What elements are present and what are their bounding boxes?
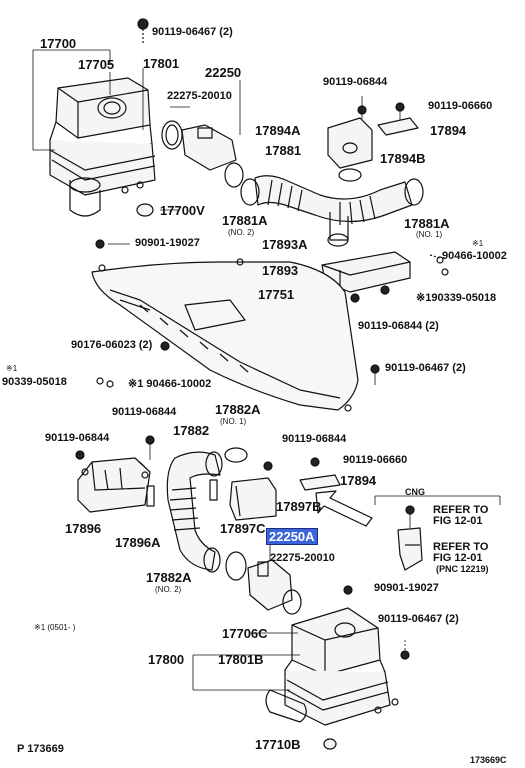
- label-refer1b: FIG 12-01: [433, 515, 483, 527]
- label-90466-10002-right: 90466-10002: [442, 250, 507, 262]
- resonator-17893: [321, 251, 411, 303]
- clamp-17882a-bottom: [225, 551, 247, 581]
- label-22275-top: 22275-20010: [167, 90, 232, 102]
- bracket-17894-top: [377, 102, 419, 136]
- air-cleaner-assembly-bottom: [265, 607, 399, 726]
- air-cleaner-assembly-top: [49, 77, 156, 217]
- airflow-meter-bottom: [247, 559, 302, 615]
- label-17700v: 17700V: [160, 203, 205, 218]
- label-22250-top: 22250: [205, 65, 242, 80]
- label-90119-06844-c: 90119-06844: [45, 432, 110, 444]
- label-90119-06844-2-right: 90119-06844 (2): [358, 320, 439, 332]
- label-17800: 17800: [148, 652, 185, 667]
- label-17706c: 17706C: [222, 626, 268, 641]
- note-footnote: ※1 (0501- ): [34, 623, 76, 632]
- label-no2-a: (NO. 2): [228, 228, 255, 237]
- label-90119-06467-bottom: 90119-06467 (2): [378, 613, 459, 625]
- reference-footer: P 173669: [17, 743, 64, 755]
- direction-arrow-icon: [315, 490, 373, 527]
- duct-17896: [77, 457, 151, 513]
- label-17881a-right: 17881A: [404, 216, 450, 231]
- pin-17897c: [209, 479, 218, 501]
- corner-code: 173669C: [470, 755, 507, 765]
- airflow-meter-top: [161, 120, 244, 188]
- label-note1-b: ※1: [6, 364, 18, 373]
- label-17881a-left: 17881A: [222, 213, 268, 228]
- label-refer2b: FIG 12-01: [433, 552, 483, 564]
- label-17881: 17881: [265, 143, 302, 158]
- label-90901-19027-top: 90901-19027: [135, 237, 200, 249]
- clamp-17882a-top: [224, 447, 248, 463]
- label-17897b: 17897B: [276, 499, 322, 514]
- duct-17897b: [229, 477, 277, 521]
- intake-hose-17882: [166, 451, 223, 573]
- pin-17896a: [146, 485, 155, 507]
- label-refer1a: REFER TO: [433, 504, 489, 516]
- label-no1-a: (NO. 1): [416, 230, 443, 239]
- label-17897c: 17897C: [220, 521, 266, 536]
- label-90119-06844-d: 90119-06844: [282, 433, 347, 445]
- label-90176-06023: 90176-06023 (2): [71, 339, 153, 351]
- label-90119-06467-mid: 90119-06467 (2): [385, 362, 466, 374]
- label-17896a: 17896A: [115, 535, 161, 550]
- label-17705: 17705: [78, 57, 115, 72]
- label-17882a-top: 17882A: [215, 402, 261, 417]
- clamp-17894b: [338, 168, 362, 182]
- label-refer2a: REFER TO: [433, 541, 489, 553]
- clamp-17893a: [327, 233, 349, 247]
- label-note190339-05018: ※190339-05018: [416, 292, 497, 304]
- intake-hose-top: [240, 175, 424, 241]
- label-90119-06844-a: 90119-06844: [323, 76, 388, 88]
- label-17894a-top: 17894A: [255, 123, 301, 138]
- label-17801b: 17801B: [218, 652, 264, 667]
- grommet-17710b: [323, 738, 337, 750]
- label-17894b: 17894B: [380, 151, 426, 166]
- label-cng: CNG: [405, 487, 425, 497]
- label-22250a-highlighted[interactable]: 22250A: [266, 528, 318, 545]
- label-90119-06660-a: 90119-06660: [428, 100, 493, 112]
- label-17801: 17801: [143, 56, 180, 71]
- label-90119-06660-b: 90119-06660: [343, 454, 408, 466]
- cng-bracket: [374, 495, 501, 571]
- engine-cover-17751: [91, 258, 359, 412]
- label-17882a-bottom: 17882A: [146, 570, 192, 585]
- label-22275-bottom: 22275-20010: [270, 552, 335, 564]
- grommet-17700v: [136, 203, 154, 217]
- label-17893a: 17893A: [262, 237, 308, 252]
- label-17894-top: 17894: [430, 123, 467, 138]
- resonator-17894a: [327, 96, 373, 169]
- label-no2-b: (NO. 2): [155, 585, 182, 594]
- label-note1-a: ※1: [472, 239, 484, 248]
- label-17882: 17882: [173, 423, 210, 438]
- label-17893: 17893: [262, 263, 299, 278]
- label-no1-b: (NO. 1): [220, 417, 247, 426]
- label-90466-10002-left: ※1 90466-10002: [128, 378, 212, 390]
- label-17751: 17751: [258, 287, 295, 302]
- bracket-17894-bottom: [299, 474, 341, 491]
- label-17896: 17896: [65, 521, 102, 536]
- label-17700: 17700: [40, 36, 77, 51]
- label-90119-06467-top: 90119-06467 (2): [152, 26, 233, 38]
- label-17710b: 17710B: [255, 737, 301, 752]
- label-17894-bottom: 17894: [340, 473, 377, 488]
- label-90339-05018-left: 90339-05018: [2, 376, 67, 388]
- label-90119-06844-b: 90119-06844: [112, 406, 177, 418]
- label-pnc: (PNC 12219): [436, 564, 489, 574]
- screw-top-left: [137, 18, 149, 45]
- label-90901-19027-bottom: 90901-19027: [374, 582, 439, 594]
